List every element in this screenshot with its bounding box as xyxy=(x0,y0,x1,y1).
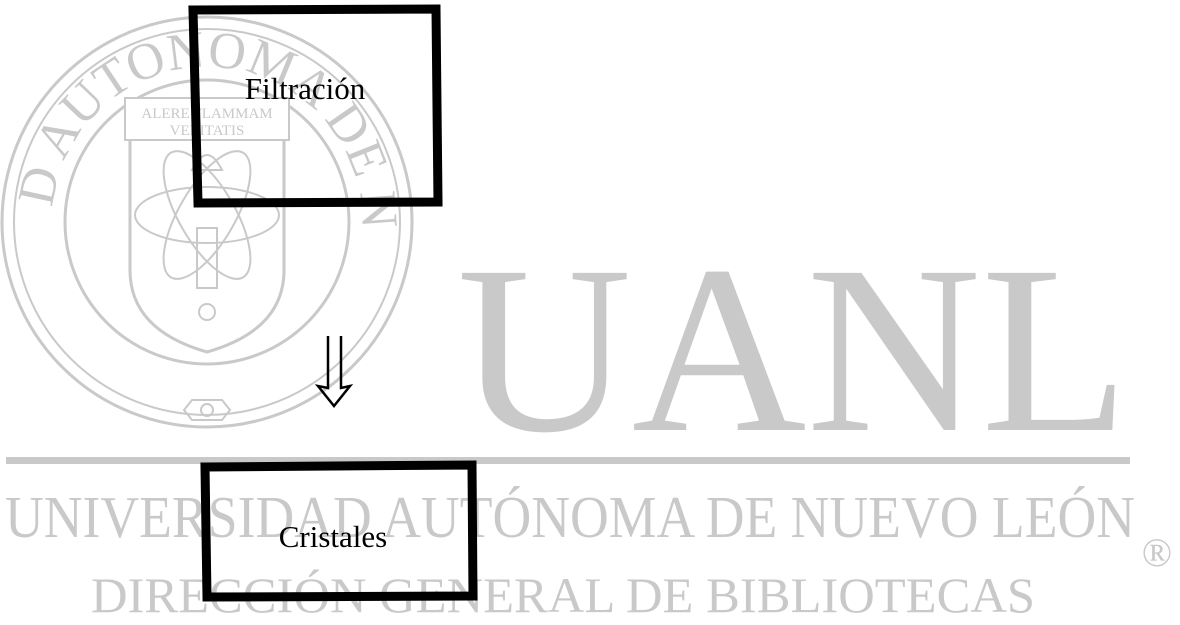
seal-motto-line-1: ALERE FLAMMAM xyxy=(141,106,272,122)
flow-diagram: Filtración Cristales xyxy=(188,4,478,602)
watermark-divider xyxy=(6,457,1130,464)
seal-motto-line-2: VERITATIS xyxy=(170,123,245,139)
node-label: Filtración xyxy=(245,71,366,106)
registered-mark-icon: ® xyxy=(1142,530,1172,575)
double-down-arrow-icon xyxy=(314,336,354,409)
node-cristales: Cristales xyxy=(200,460,478,602)
watermark-university-name: UNIVERSIDAD AUTÓNOMA DE NUEVO LEÓN xyxy=(5,484,1135,550)
watermark-acronym: UANL xyxy=(457,216,1129,482)
university-seal: UNIVERSIDAD AUTONOMA DE NUEVO LEON ALERE… xyxy=(0,0,414,429)
node-label: Cristales xyxy=(279,519,388,554)
node-filtracion: Filtración xyxy=(188,4,443,208)
